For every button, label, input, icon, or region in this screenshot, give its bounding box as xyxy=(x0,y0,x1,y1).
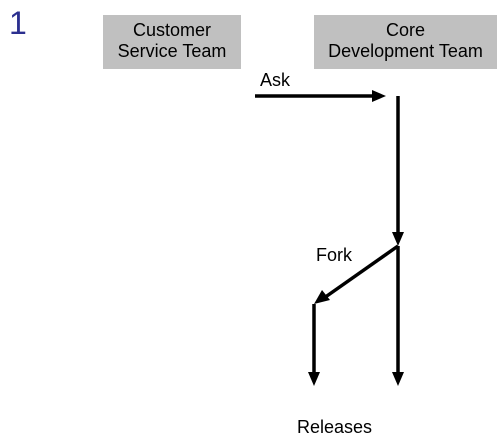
customer-service-team-line1: Customer xyxy=(132,20,212,40)
ask-arrow xyxy=(255,90,386,102)
releases-label: Releases xyxy=(297,417,373,437)
core-development-team-line2: Development Team xyxy=(328,41,483,61)
fork-branch-head xyxy=(314,290,330,304)
fork-release-head xyxy=(308,372,320,386)
trunk-arrow-head xyxy=(392,232,404,246)
customer-service-team-box: Customer Service Team xyxy=(103,15,241,69)
core-development-team-line1: Core xyxy=(385,20,425,40)
fork-label: Fork xyxy=(316,245,352,265)
slide-number: 1 xyxy=(9,5,27,41)
customer-service-team-line2: Service Team xyxy=(117,41,227,61)
ask-label: Ask xyxy=(260,70,291,90)
fork-branch-shaft xyxy=(322,244,400,300)
fork-release-arrow xyxy=(308,304,320,386)
main-release-arrow xyxy=(392,246,404,386)
ask-arrow-head xyxy=(372,90,386,102)
fork-branch-arrow xyxy=(314,244,400,304)
core-development-team-box: Core Development Team xyxy=(314,15,497,69)
main-release-head xyxy=(392,372,404,386)
